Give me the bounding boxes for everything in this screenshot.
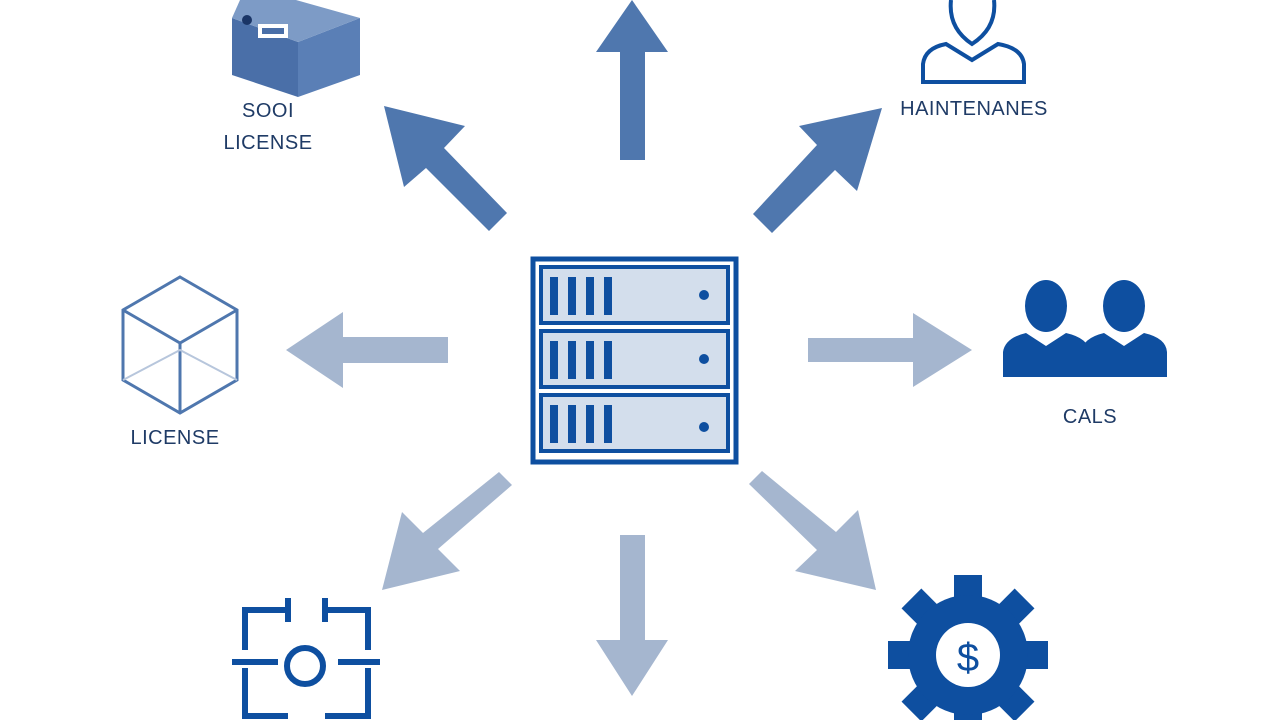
server-rack-icon (530, 256, 739, 465)
arrow-down (596, 535, 668, 696)
arrow-up (596, 0, 668, 160)
user-profile-icon (921, 0, 1026, 84)
dollar-gear-icon: $ (888, 575, 1048, 720)
arrow-up-left (384, 106, 507, 231)
svg-text:$: $ (957, 636, 979, 680)
maintenance-label: HAINTENANES (900, 98, 1048, 120)
arrow-right (808, 313, 972, 387)
soo-license-label-line2: LICENSE (223, 132, 313, 154)
product-box-icon (232, 0, 360, 97)
soo-license-label-line1: SOOI (241, 100, 295, 122)
arrow-down-left (382, 472, 512, 590)
license-label: LICENSE (130, 427, 220, 449)
arrow-left (286, 312, 448, 388)
arrow-up-right (753, 108, 882, 233)
arrow-down-right (749, 471, 876, 590)
circuit-chip-icon (232, 598, 380, 719)
users-group-icon (1003, 280, 1167, 377)
cals-label: CALS (1062, 406, 1118, 428)
wireframe-cube-icon (121, 275, 239, 415)
